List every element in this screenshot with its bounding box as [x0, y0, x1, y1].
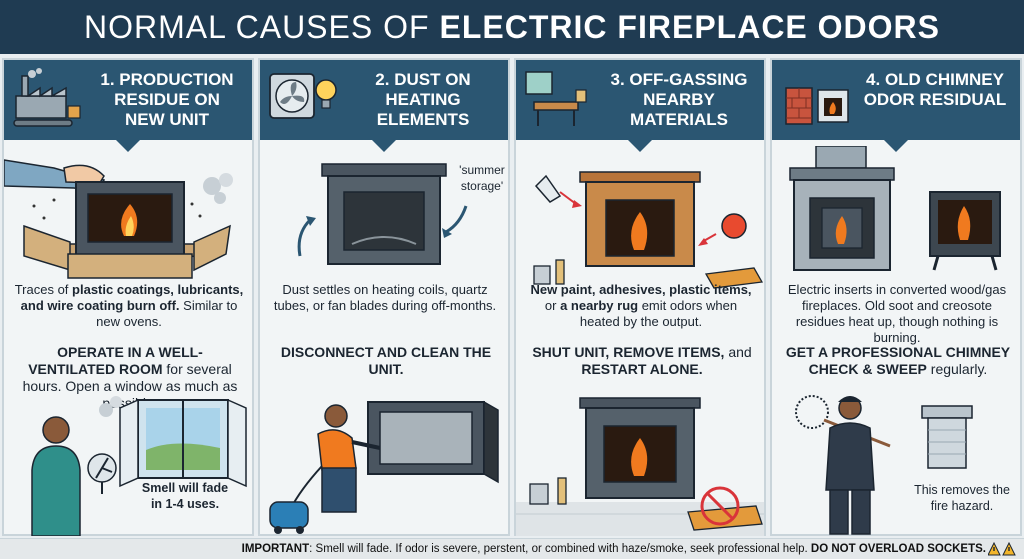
dusty-fireplace-illustration: 'summer storage': [297, 163, 505, 265]
important-footer: IMPORTANT: Smell will fade. If odor is s…: [0, 538, 1024, 559]
page-title: NORMAL CAUSES OF ELECTRIC FIREPLACE ODOR…: [0, 0, 1024, 54]
summer-storage-label-1: 'summer: [459, 163, 505, 177]
hazard-note: This removes the fire hazard.: [914, 483, 1010, 513]
header-notch: [628, 140, 652, 152]
chimney-sweep-illustration: [795, 395, 973, 535]
paint-and-furniture-icon: [525, 71, 587, 126]
panel-heading: 3. OFF-GASSING NEARBY MATERIALS: [610, 70, 748, 129]
panel-header: 3. OFF-GASSING NEARBY MATERIALS: [516, 60, 764, 152]
desc-bold: New paint, adhesives, plastic items,: [530, 282, 752, 297]
cause-panel-dust: 2. DUST ON HEATING ELEMENTS 'summer stor…: [258, 58, 510, 536]
cause-panel-chimney: 4. OLD CHIMNEY ODOR RESIDUAL Electric in…: [770, 58, 1022, 536]
panel-action: SHUT UNIT, REMOVE ITEMS, and RESTART ALO…: [528, 344, 756, 378]
action-bold: SHUT UNIT, REMOVE ITEMS,: [532, 344, 725, 360]
panel-heading: 1. PRODUCTION RESIDUE ON NEW UNIT: [100, 70, 234, 129]
wood-mantel-fireplace-illustration: [533, 171, 764, 289]
footer-label: IMPORTANT: [241, 543, 310, 555]
header-notch: [372, 140, 396, 152]
panel-heading: 4. OLD CHIMNEY ODOR RESIDUAL: [863, 70, 1007, 109]
action-bold: DISCONNECT AND CLEAN THE UNIT.: [280, 344, 492, 377]
fan-and-bulb-icon: [269, 73, 337, 119]
new-unit-in-box-illustration: [4, 159, 233, 279]
panel-header: 4. OLD CHIMNEY ODOR RESIDUAL: [772, 60, 1020, 152]
header-notch: [116, 140, 140, 152]
summer-storage-label-2: storage': [461, 179, 503, 193]
desc-bold: plastic coatings, lubricants, and wire c…: [20, 282, 244, 313]
title-light: NORMAL CAUSES OF: [84, 8, 430, 45]
action-bold: OPERATE IN A WELL-VENTILATED ROOM: [28, 344, 203, 377]
panel-description: Electric inserts in converted wood/gas f…: [787, 282, 1007, 345]
footer-warning: DO NOT OVERLOAD SOCKETS.: [810, 543, 986, 555]
panel-header: 1. PRODUCTION RESIDUE ON NEW UNIT: [4, 60, 252, 152]
action-bold-2: RESTART ALONE.: [581, 361, 703, 377]
action-text: regularly.: [926, 361, 988, 377]
title-bold: ELECTRIC FIREPLACE ODORS: [439, 8, 940, 45]
panel-description: Dust settles on heating coils, quartz tu…: [273, 282, 497, 313]
panel-description: Traces of plastic coatings, lubricants, …: [14, 282, 244, 330]
cause-panel-production-residue: 1. PRODUCTION RESIDUE ON NEW UNIT Traces…: [2, 58, 254, 536]
action-bold: GET A PROFESSIONAL CHIMNEY CHECK & SWEEP: [785, 344, 1011, 377]
panel-action: GET A PROFESSIONAL CHIMNEY CHECK & SWEEP…: [784, 344, 1012, 378]
panel-header: 2. DUST ON HEATING ELEMENTS: [260, 60, 508, 152]
factory-icon: [13, 68, 81, 127]
footer-text: : Smell will fade. If odor is severe, pe…: [309, 543, 811, 555]
panel-description: New paint, adhesives, plastic items, or …: [526, 282, 756, 330]
panel-heading: 2. DUST ON HEATING ELEMENTS: [375, 70, 471, 129]
cause-panel-off-gassing: 3. OFF-GASSING NEARBY MATERIALS New pain…: [514, 58, 766, 536]
header-notch: [884, 140, 908, 152]
panel-action: DISCONNECT AND CLEAN THE UNIT.: [272, 344, 500, 378]
person-with-fan-illustration: [31, 396, 247, 536]
cleaning-unit-illustration: [269, 400, 499, 534]
warning-icon: [988, 542, 1016, 556]
desc-text: or: [544, 298, 561, 313]
restart-alone-illustration: [516, 397, 764, 536]
action-text: and: [724, 344, 752, 360]
insert-in-old-fireplace-illustration: [789, 146, 1001, 271]
desc-bold-2: a nearby rug: [560, 298, 639, 313]
desc-text-end: emit odors when heated by the output.: [579, 298, 738, 329]
fade-note: Smell will fade in 1-4 uses.: [141, 481, 229, 511]
chimney-and-fireplace-icon: [785, 87, 849, 125]
desc-text: Traces of: [14, 282, 73, 297]
desc-text-end: Similar to new ovens.: [96, 298, 238, 329]
